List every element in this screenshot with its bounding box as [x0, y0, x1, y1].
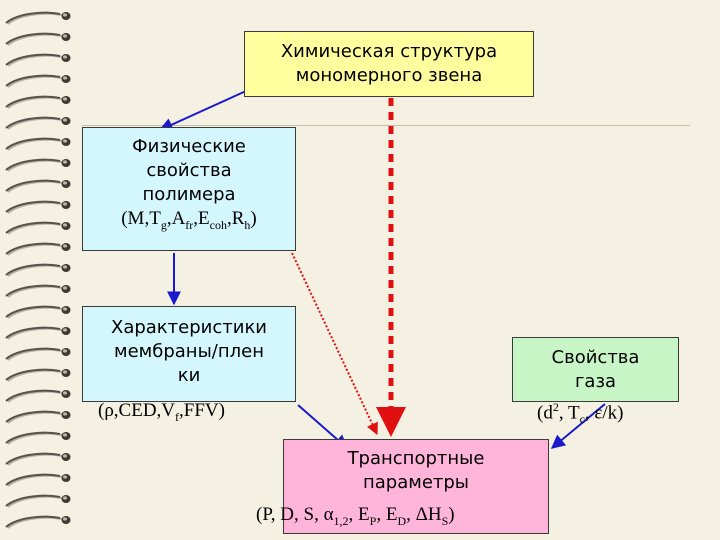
chem-line2: мономерного звена — [295, 65, 483, 86]
trans-line2: параметры — [362, 472, 470, 493]
gas-line1: Свойства — [551, 347, 640, 368]
phys-line2: свойства — [146, 160, 232, 181]
phys-line3: полимера — [142, 184, 236, 205]
arrow-chem-to-phys — [158, 90, 247, 132]
memb-formula: (ρ,CED,Vf,FFV) — [98, 400, 225, 424]
chem-line1: Химическая структура — [280, 41, 498, 62]
divider-line — [82, 125, 690, 126]
membrane-characteristics-box: Характеристики мембраны/плен ки — [82, 306, 296, 402]
arrow-gas-to-trans — [550, 403, 606, 449]
physical-properties-box: Физические свойства полимера (M,Tg,Afr,E… — [82, 127, 296, 251]
trans-formula: (P, D, S, α1,2, EP, ED, ΔHS) — [256, 504, 455, 528]
phys-line1: Физические — [132, 136, 246, 157]
memb-line3: ки — [177, 365, 201, 386]
gas-line2: газа — [574, 371, 617, 392]
spiral-binding — [5, 11, 71, 529]
trans-line1: Транспортные — [347, 448, 485, 469]
memb-line2: мембраны/плен — [114, 341, 264, 362]
gas-properties-box: Свойства газа — [512, 337, 679, 402]
arrow-phys-to-trans-dotted — [291, 252, 378, 436]
memb-line1: Характеристики — [110, 317, 268, 338]
transport-parameters-box: Транспортные параметры — [283, 439, 549, 534]
chemical-structure-box: Химическая структура мономерного звена — [244, 31, 534, 97]
gas-formula: (d2, Tc, ε/k) — [537, 400, 624, 427]
phys-formula: (M,Tg,Afr,Ecoh,Rh) — [121, 208, 257, 232]
